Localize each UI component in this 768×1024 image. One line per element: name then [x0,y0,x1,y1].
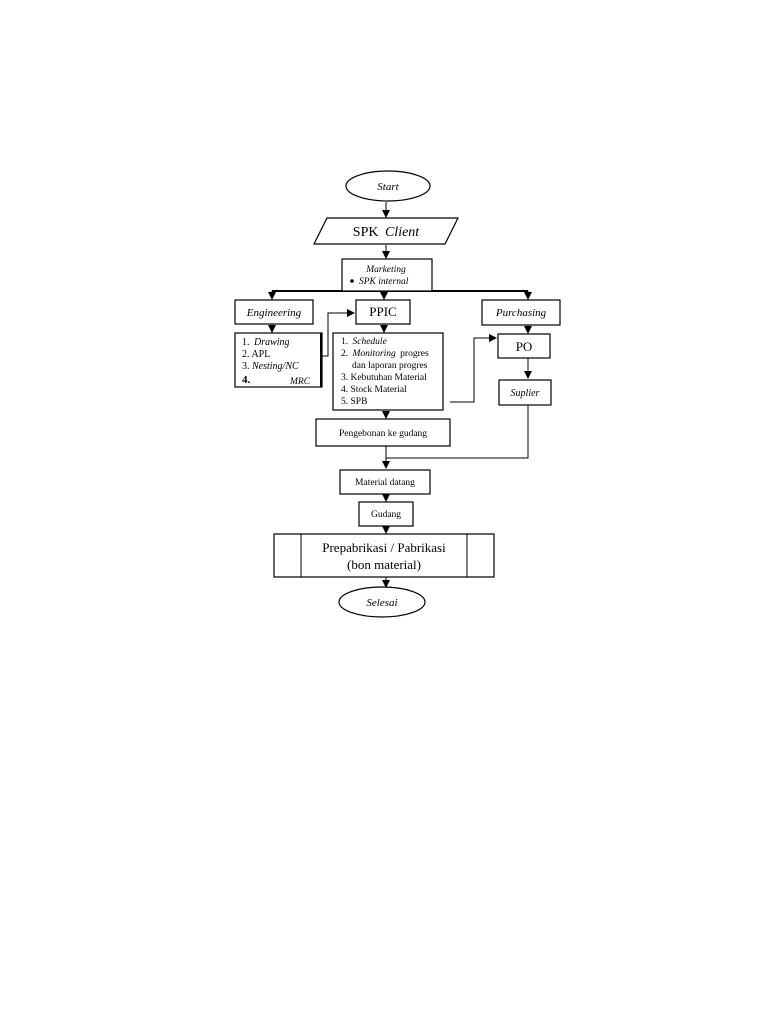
ppic-item-2-num: 2. [341,349,348,359]
ppic-item-2-rest: progres [400,349,429,359]
ppic-item-4: 4. Stock Material [341,385,407,395]
po-label: PO [516,339,533,354]
gudang-node: Gudang [358,501,414,527]
engineering-list-node: 1. Drawing 2. APL 3. Nesting/NC 4. MRC [234,332,323,388]
arrow-engineering-to-ppic [322,309,355,357]
ppic-item-3: 3. Kebutuhan Material [341,373,427,383]
line-suplier-to-junction [386,405,529,459]
bullet-dot [350,279,354,283]
selesai-label: Selesai [366,597,397,609]
svg-text:1. Drawing: 1. Drawing [242,337,290,348]
material-datang-node: Material datang [339,469,431,495]
start-node: Start [345,170,431,202]
ppic-item-5: 5. SPB [341,397,367,407]
eng-item-3-text: Nesting/NC [251,361,299,372]
ppic-item-1-num: 1. [341,337,348,347]
spk-internal-label: SPK internal [359,277,409,287]
purchasing-node: Purchasing [481,299,561,326]
purchasing-label: Purchasing [495,307,547,319]
pengebonan-label: Pengebonan ke gudang [339,429,427,439]
eng-item-4-text: MRC [289,377,311,387]
eng-item-1-text: Drawing [253,337,290,348]
selesai-node: Selesai [338,586,426,618]
pengebonan-node: Pengebonan ke gudang [315,418,451,447]
ppic-item-2-line2: dan laporan progres [352,361,428,371]
engineering-label: Engineering [246,307,302,319]
eng-item-4-num: 4. [242,374,251,386]
spk-client-node: SPK Client [313,217,459,245]
start-label: Start [377,181,399,193]
material-datang-label: Material datang [355,478,415,488]
prepabrikasi-line1: Prepabrikasi / Pabrikasi [322,540,446,555]
gudang-label: Gudang [371,510,401,520]
ppic-label: PPIC [369,304,396,319]
engineering-node: Engineering [234,299,314,325]
spk-prefix-label: SPK [353,225,379,240]
svg-text:3. Nesting/NC: 3. Nesting/NC [242,361,299,372]
suplier-node: Suplier [498,379,552,406]
arrow-ppic-to-po [450,334,497,403]
ppic-item-2-text: Monitoring [352,349,397,359]
list-right-border [320,333,322,387]
prepabrikasi-line2: (bon material) [347,557,421,572]
marketing-label: Marketing [365,265,406,275]
po-node: PO [497,333,551,359]
svg-text:2. Monitoring prog: 2. Monitoring progres [341,349,429,359]
eng-item-1-num: 1. [242,337,250,348]
prepabrikasi-node: Prepabrikasi / Pabrikasi (bon material) [273,533,495,578]
marketing-node: Marketing SPK internal [341,258,433,292]
svg-text:1. Schedule: 1. Schedule [341,337,387,347]
ppic-list-node: 1. Schedule 2. Monitoring progres dan la… [332,332,444,411]
ppic-item-1-text: Schedule [353,337,387,347]
eng-item-2: 2. APL [242,349,270,360]
svg-text:SPK Client: SPK Client [353,225,421,240]
suplier-label: Suplier [511,388,540,399]
eng-item-3-num: 3. [242,361,250,372]
spk-client-label: Client [385,225,420,240]
ppic-node: PPIC [355,299,411,325]
